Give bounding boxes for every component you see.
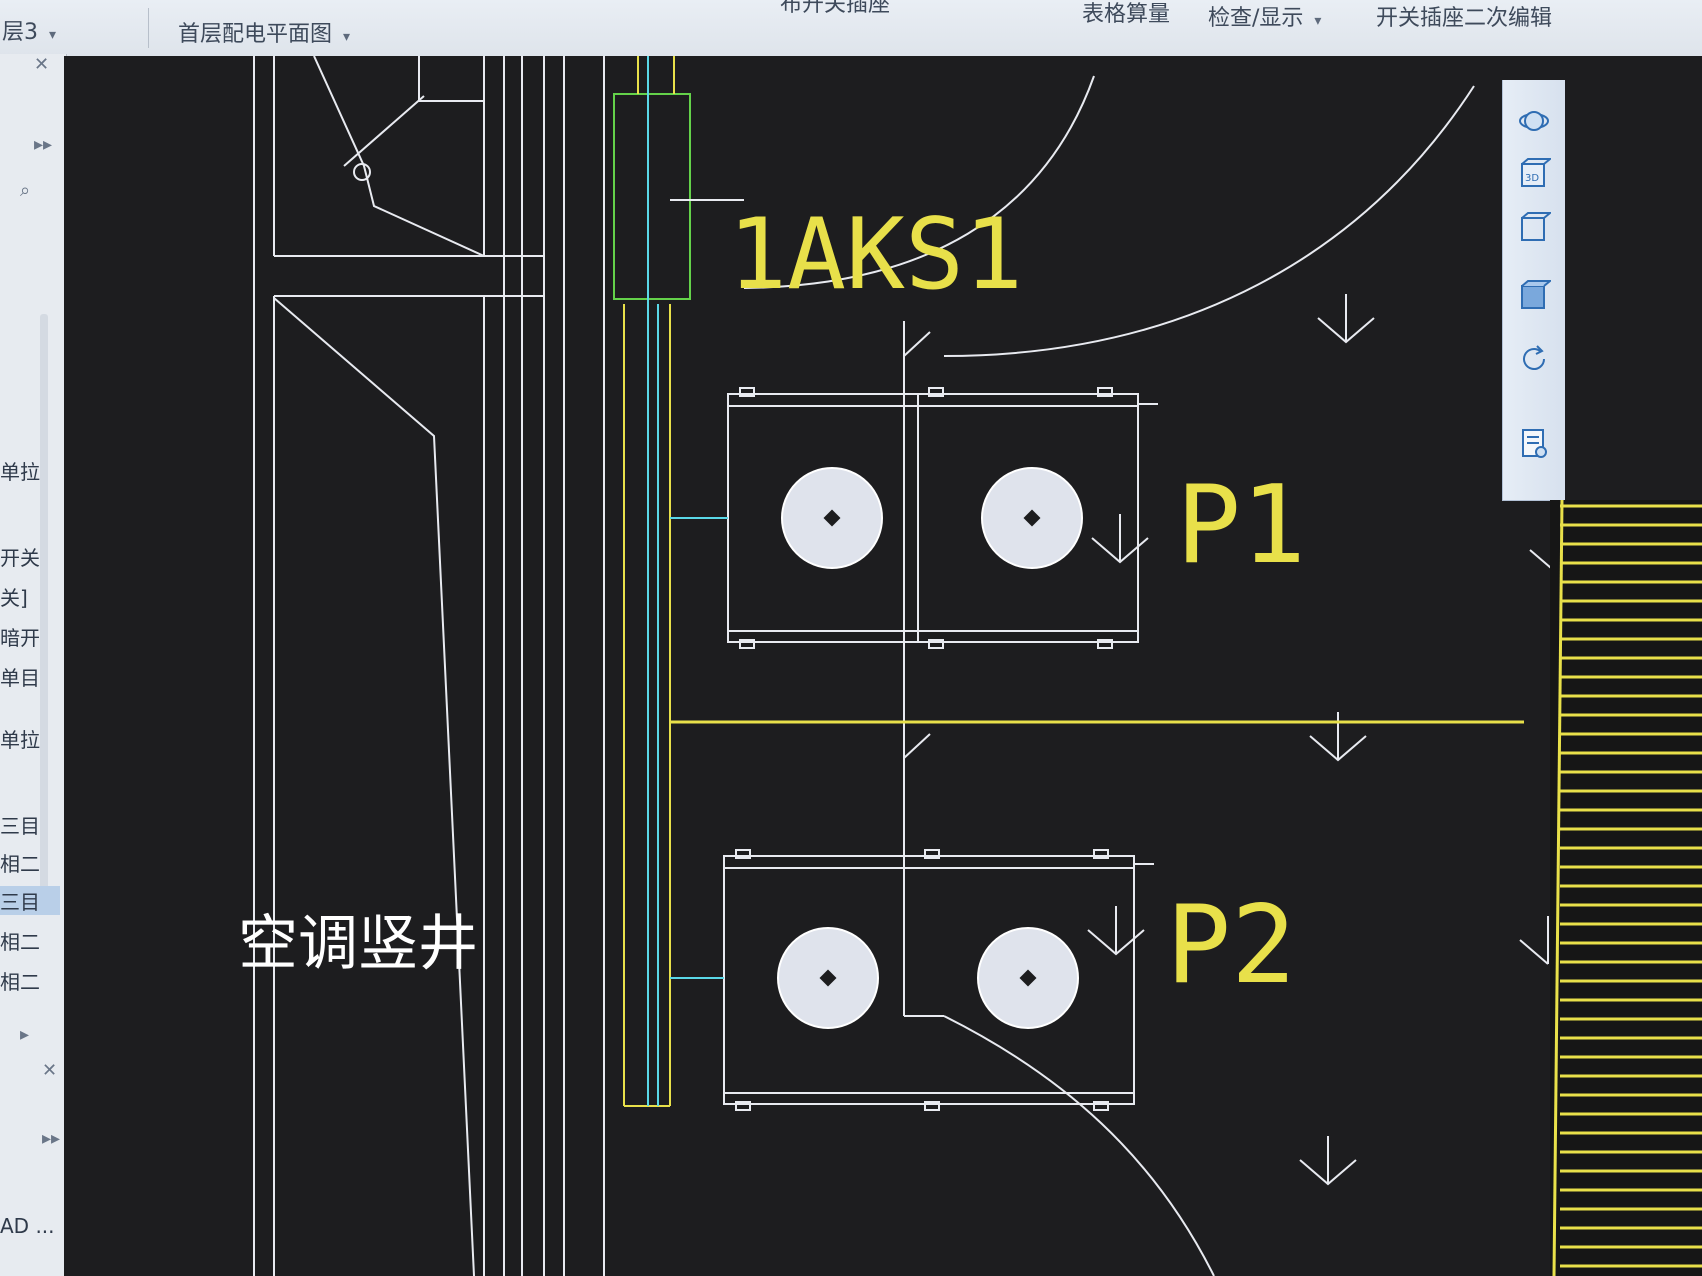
switch-edit-label: 开关插座二次编辑 bbox=[1376, 6, 1553, 31]
3d-label: 3D bbox=[1525, 173, 1539, 184]
label-p1: P1 bbox=[1176, 463, 1306, 588]
layer-selector[interactable]: 层3 bbox=[2, 14, 56, 46]
cable-tick bbox=[903, 733, 931, 759]
label-p2: P2 bbox=[1166, 883, 1296, 1008]
arrow-down bbox=[1091, 514, 1149, 564]
plan-selector[interactable]: 首层配电平面图 bbox=[178, 16, 350, 48]
left-side-panel: ✕ ▸▸ ⌕ 单拉 开关 关] 暗开 单目 单拉 三目 相二 三目 相二 相二 … bbox=[0, 54, 67, 1276]
view-doc-icon[interactable] bbox=[1515, 424, 1553, 462]
unit-p2-outline bbox=[723, 855, 1135, 1105]
wire-cube-icon[interactable] bbox=[1515, 208, 1553, 246]
check-display-menu[interactable]: 检查/显示 bbox=[1208, 0, 1321, 32]
search-icon[interactable]: ⌕ bbox=[20, 180, 31, 201]
arrow-down bbox=[1519, 916, 1549, 965]
plan-selector-label: 首层配电平面图 bbox=[178, 22, 333, 47]
list-item[interactable]: 单目 bbox=[0, 666, 40, 690]
table-quantity-menu[interactable]: 表格算量 bbox=[1082, 0, 1170, 28]
switch-edit-menu[interactable]: 开关插座二次编辑 bbox=[1376, 0, 1552, 32]
switch-socket-menu[interactable]: 布开关插座 bbox=[780, 0, 890, 18]
list-item[interactable]: 单拉 bbox=[0, 460, 40, 484]
table-quantity-label: 表格算量 bbox=[1082, 2, 1171, 27]
green-box bbox=[613, 93, 691, 300]
orbit-icon[interactable] bbox=[1515, 102, 1553, 140]
cable-tick bbox=[903, 331, 931, 357]
expand-icon[interactable]: ▸▸ bbox=[42, 1128, 61, 1149]
list-item[interactable]: 关] bbox=[0, 586, 28, 610]
arrow-down bbox=[1087, 906, 1145, 956]
list-item[interactable]: 相二 bbox=[0, 970, 40, 994]
arrow-down bbox=[1309, 712, 1367, 762]
table-lines bbox=[1552, 500, 1702, 1276]
check-display-label: 检查/显示 bbox=[1208, 6, 1304, 31]
label-panel-1aks1: 1AKS1 bbox=[728, 198, 1023, 312]
door-arc bbox=[943, 1015, 1215, 1276]
detail-line bbox=[343, 95, 425, 167]
view-tool-strip: 3D bbox=[1502, 80, 1565, 501]
door-arc bbox=[743, 75, 1095, 289]
detail-line bbox=[313, 56, 485, 257]
cad-drawing: 1AKS1 P1 P2 空调竖井 bbox=[238, 56, 1559, 1276]
label-shaft: 空调竖井 bbox=[238, 909, 478, 979]
arrow-down bbox=[1299, 1136, 1357, 1186]
shaft-diagonal bbox=[273, 297, 475, 1276]
collapse-icon[interactable]: ▸ bbox=[20, 1024, 30, 1045]
3d-cube-icon[interactable]: 3D bbox=[1515, 154, 1553, 192]
arrow-down bbox=[1317, 294, 1375, 344]
yellow-table-panel bbox=[1550, 500, 1702, 1276]
rotate-icon[interactable] bbox=[1515, 340, 1553, 378]
top-toolbar: 层3 首层配电平面图 布开关插座 表格算量 检查/显示 开关插座二次编辑 bbox=[0, 0, 1702, 63]
list-item[interactable]: 暗开 bbox=[0, 626, 40, 650]
layer-selector-label: 层3 bbox=[2, 20, 38, 45]
solid-cube-icon[interactable] bbox=[1515, 276, 1553, 314]
expand-icon[interactable]: ▸▸ bbox=[34, 134, 53, 155]
toolbar-separator bbox=[148, 8, 149, 48]
footer-label: AD ... bbox=[0, 1214, 55, 1238]
close-icon[interactable]: ✕ bbox=[42, 1060, 58, 1081]
list-item[interactable]: 三目 bbox=[0, 814, 40, 838]
close-icon[interactable]: ✕ bbox=[34, 54, 50, 75]
list-item-selected[interactable]: 三目 bbox=[0, 886, 60, 915]
detail-circle bbox=[353, 163, 371, 181]
list-item[interactable]: 相二 bbox=[0, 930, 40, 954]
cad-canvas[interactable]: 1AKS1 P1 P2 空调竖井 bbox=[64, 56, 1702, 1276]
detail-line bbox=[418, 56, 485, 256]
list-item[interactable]: 相二 bbox=[0, 852, 40, 876]
list-item[interactable]: 开关 bbox=[0, 546, 40, 570]
list-item[interactable]: 单拉 bbox=[0, 728, 40, 752]
door-arc bbox=[943, 85, 1475, 357]
side-scrollbar[interactable] bbox=[40, 314, 48, 914]
switch-socket-menu-label: 布开关插座 bbox=[780, 0, 891, 17]
